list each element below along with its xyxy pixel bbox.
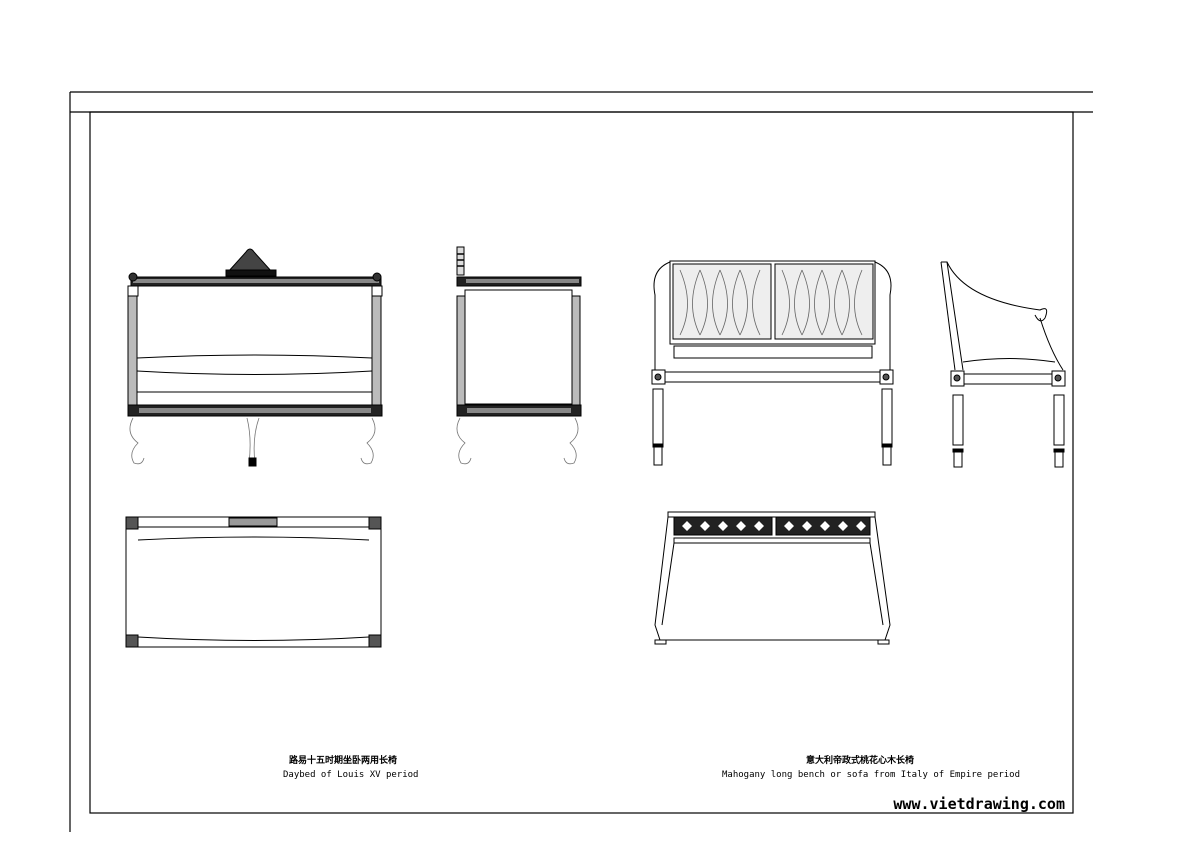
daybed-front-elevation	[127, 248, 383, 467]
bench-title-en: Mahogany long bench or sofa from Italy o…	[722, 770, 1021, 780]
daybed-title-en: Daybed of Louis XV period	[283, 770, 419, 780]
sheet-frame	[69, 91, 1093, 832]
bench-front-elevation	[651, 260, 894, 466]
bench-plan-view	[654, 511, 891, 645]
bench-title-cn: 意大利帝政式桃花心木长椅	[806, 756, 915, 766]
bench-side-elevation	[940, 261, 1066, 468]
daybed-side-elevation	[456, 246, 582, 465]
daybed-title-cn: 路易十五时期坐卧两用长椅	[289, 756, 398, 766]
watermark: www.vietdrawing.com	[893, 795, 1065, 813]
daybed-plan-view	[125, 516, 382, 648]
